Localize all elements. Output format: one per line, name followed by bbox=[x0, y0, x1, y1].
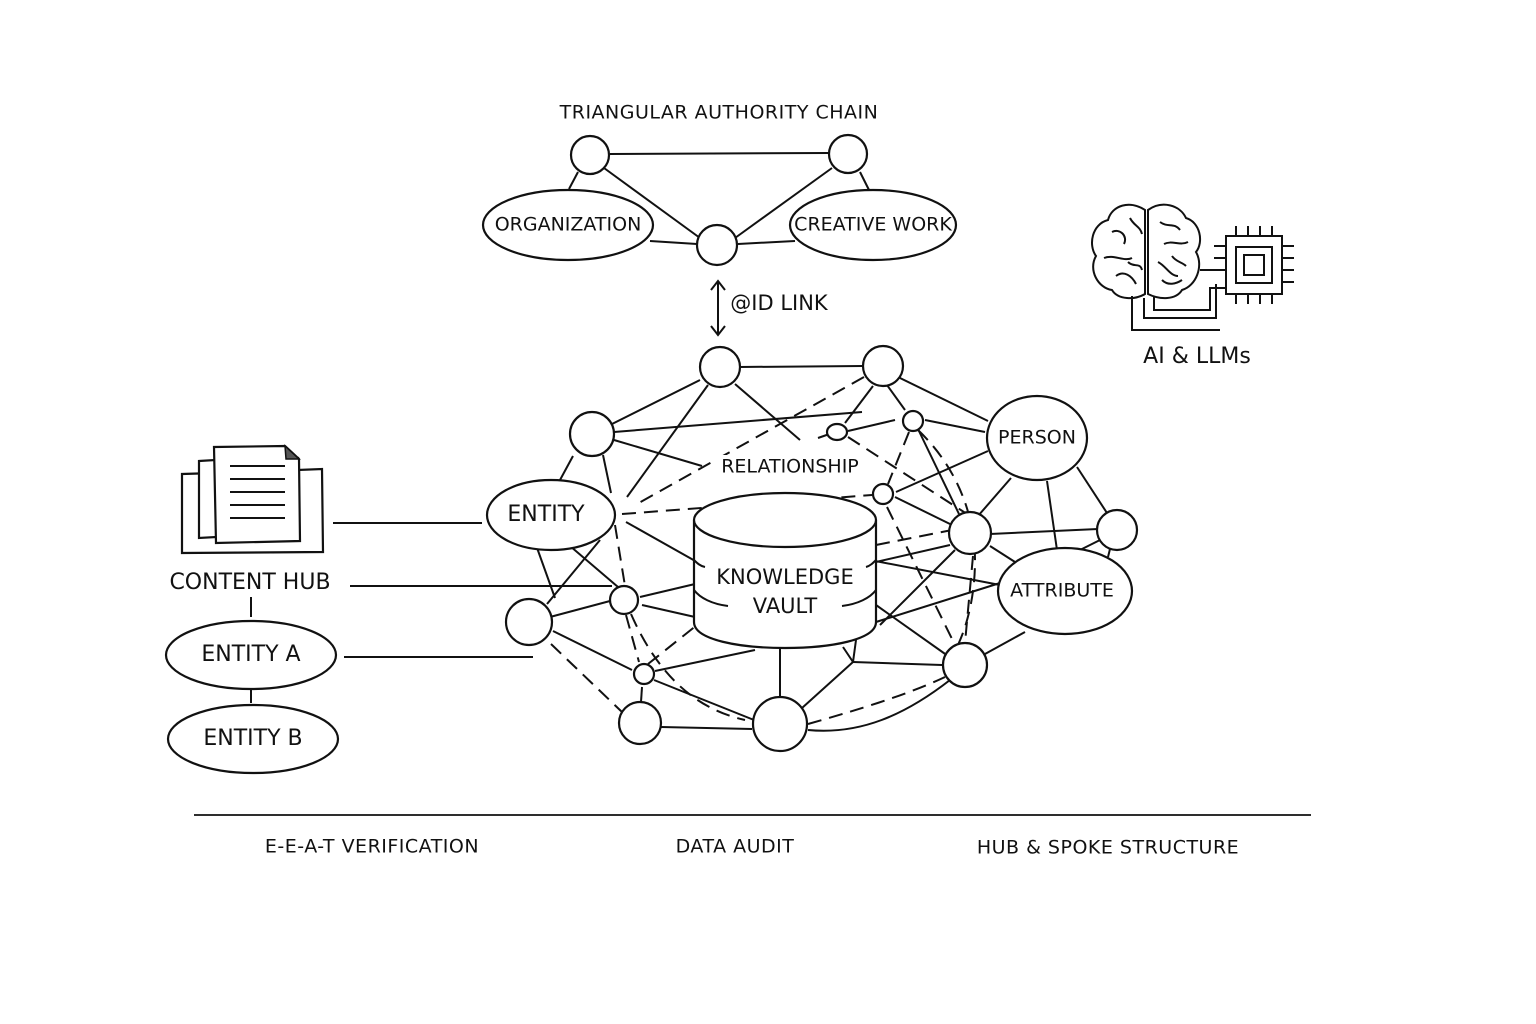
entity-b-label: ENTITY B bbox=[203, 726, 302, 751]
graph-node[interactable] bbox=[825, 422, 849, 442]
entity-node[interactable]: ENTITY bbox=[485, 478, 617, 552]
chain-node[interactable] bbox=[695, 223, 739, 267]
footer: E-E-A-T VERIFICATION DATA AUDIT HUB & SP… bbox=[194, 814, 1311, 859]
footer-item-data-audit: DATA AUDIT bbox=[676, 836, 795, 858]
creative-work-label: CREATIVE WORK bbox=[794, 214, 952, 236]
knowledge-vault-label-line1: KNOWLEDGE bbox=[716, 565, 853, 589]
ai-llms: AI & LLMs bbox=[1091, 203, 1294, 369]
ai-llms-label: AI & LLMs bbox=[1143, 344, 1251, 369]
documents-stack-icon bbox=[180, 444, 325, 555]
graph-node[interactable] bbox=[504, 597, 554, 647]
footer-item-hub-spoke: HUB & SPOKE STRUCTURE bbox=[977, 837, 1239, 859]
graph-nodes: ENTITY PERSON ATTRIBUTE RELATIONSHIP KNO… bbox=[485, 344, 1139, 753]
edge bbox=[568, 171, 579, 190]
brain-chip-icon bbox=[1091, 203, 1294, 331]
person-node[interactable]: PERSON bbox=[985, 394, 1089, 482]
entity-a-node[interactable]: ENTITY A bbox=[164, 619, 338, 691]
edge bbox=[603, 167, 701, 239]
id-link-label: @ID LINK bbox=[730, 291, 829, 315]
graph-node[interactable] bbox=[947, 510, 993, 556]
graph-node[interactable] bbox=[608, 584, 640, 616]
creative-work-node[interactable]: CREATIVE WORK bbox=[788, 188, 958, 262]
graph-node[interactable] bbox=[632, 662, 656, 686]
authority-chain-title: TRIANGULAR AUTHORITY CHAIN bbox=[559, 102, 879, 124]
entity-label: ENTITY bbox=[507, 502, 585, 527]
relationship-label: RELATIONSHIP bbox=[721, 456, 859, 478]
graph-node[interactable] bbox=[861, 344, 905, 388]
graph-node[interactable] bbox=[871, 482, 895, 506]
authority-chain: TRIANGULAR AUTHORITY CHAIN ORGANIZATION … bbox=[481, 102, 958, 267]
person-label: PERSON bbox=[998, 427, 1076, 449]
organization-node[interactable]: ORGANIZATION bbox=[481, 188, 655, 262]
attribute-node[interactable]: ATTRIBUTE bbox=[996, 546, 1134, 636]
graph-node[interactable] bbox=[698, 345, 742, 389]
edge bbox=[734, 167, 833, 239]
organization-label: ORGANIZATION bbox=[495, 214, 642, 236]
graph-node[interactable] bbox=[568, 410, 616, 458]
content-hub-label: CONTENT HUB bbox=[169, 570, 330, 595]
edge bbox=[609, 152, 830, 155]
knowledge-vault[interactable]: KNOWLEDGE VAULT bbox=[692, 491, 878, 650]
attribute-label: ATTRIBUTE bbox=[1010, 580, 1114, 602]
chain-node[interactable] bbox=[569, 134, 611, 176]
double-arrow-vertical-icon bbox=[710, 279, 726, 337]
entity-b-node[interactable]: ENTITY B bbox=[166, 703, 340, 775]
content-hub: CONTENT HUB ENTITY A ENTITY B bbox=[164, 444, 612, 775]
id-link: @ID LINK bbox=[710, 279, 829, 337]
edge bbox=[859, 171, 870, 191]
entity-a-label: ENTITY A bbox=[201, 642, 300, 667]
graph-node[interactable] bbox=[751, 695, 809, 753]
chain-node[interactable] bbox=[827, 133, 869, 175]
graph-node[interactable] bbox=[901, 409, 925, 433]
footer-item-eeat: E-E-A-T VERIFICATION bbox=[265, 836, 479, 858]
relationship-label-bg bbox=[712, 455, 872, 479]
edge bbox=[649, 240, 698, 245]
knowledge-vault-label-line2: VAULT bbox=[753, 594, 818, 618]
edge bbox=[737, 240, 796, 245]
graph-node[interactable] bbox=[1095, 508, 1139, 552]
graph-node[interactable] bbox=[617, 700, 663, 746]
graph-node[interactable] bbox=[941, 641, 989, 689]
